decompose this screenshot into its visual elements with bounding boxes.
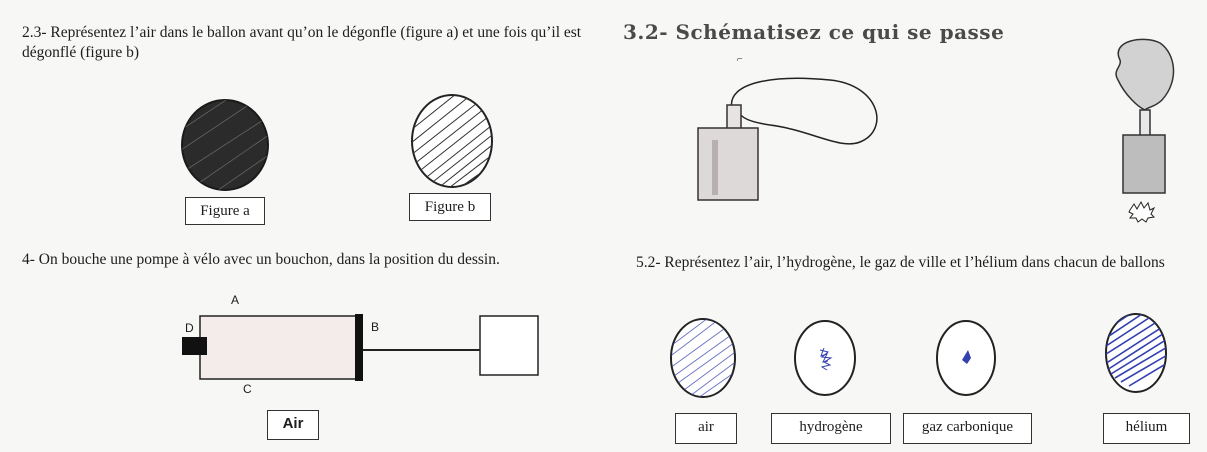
balloon-hydrogene-drawing: [794, 320, 856, 396]
balloon-gaz-carbonique-drawing: [936, 320, 996, 396]
balloon-label-hydrogene: hydrogène: [771, 413, 891, 444]
bicycle-pump-drawing: [182, 314, 539, 381]
balloon-helium-drawing: [1105, 313, 1167, 393]
pump-label-d: D: [185, 321, 194, 335]
air-label: Air: [267, 410, 319, 440]
figure-a-drawing: [181, 99, 269, 191]
pump-label-c: C: [243, 382, 252, 396]
flask-inflated-balloon-drawing: [1115, 38, 1175, 223]
figure-b-label: Figure b: [409, 193, 491, 221]
figure-a-label: Figure a: [185, 197, 265, 225]
figure-b-drawing: [411, 94, 493, 188]
ex-4-instruction: 4- On bouche une pompe à vélo avec un bo…: [22, 251, 500, 268]
balloon-label-gaz-carbonique: gaz carbonique: [903, 413, 1032, 444]
balloon-air-drawing: [670, 318, 736, 398]
ex-5-2-instruction: 5.2- Représentez l’air, l’hydrogène, le …: [636, 254, 1165, 271]
stray-mark: ⌐: [737, 54, 743, 65]
pump-label-a: A: [231, 293, 240, 307]
ex-2-3-instruction: 2.3- Représentez l’air dans le ballon av…: [22, 24, 582, 61]
pump-label-b: B: [371, 320, 380, 334]
balloon-label-helium: hélium: [1103, 413, 1190, 444]
balloon-label-air: air: [675, 413, 737, 444]
ex-3-2-heading: 3.2- Schématisez ce qui se passe: [623, 20, 1005, 44]
flask-balloon-drawing: [697, 77, 878, 201]
